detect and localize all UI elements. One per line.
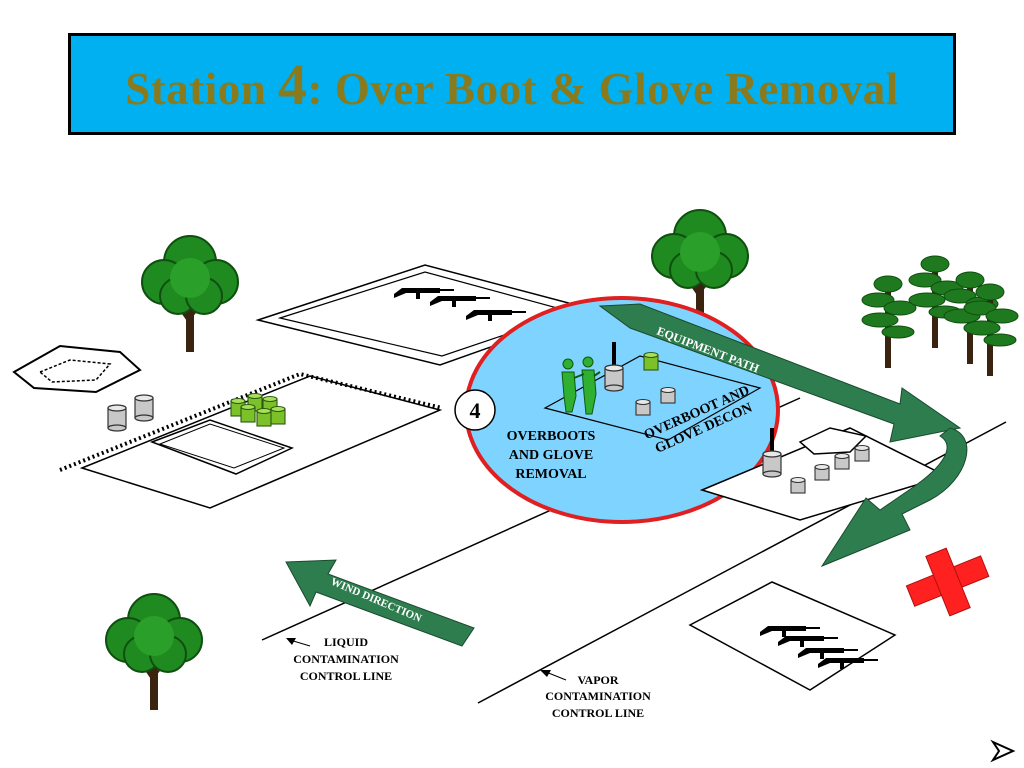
station-number: 4 [470,398,481,423]
vapor-line-label-3: CONTROL LINE [552,706,644,720]
title-suffix: : Over Boot & Glove Removal [307,63,899,114]
red-cross-icon [905,547,990,617]
liquid-line-label-1: LIQUID [324,635,368,649]
deciduous-tree-icon [104,592,204,712]
green-can-icon [270,405,286,425]
weapons-rack-area [688,581,897,691]
pine-tree-icon [861,275,917,369]
green-can-icon [643,351,659,371]
trash-can-icon [660,386,676,404]
green-can-icon [240,403,256,423]
trash-can-icon [762,450,782,478]
wind-direction-arrow: WIND DIRECTION [285,559,475,647]
station-label-line-1: OVERBOOTS [507,429,596,444]
trash-can-icon [854,444,870,462]
next-slide-arrow-icon[interactable] [990,738,1016,764]
station-label-line-2: AND GLOVE [509,448,593,463]
sump-pit-icon [12,344,142,394]
previous-station-area [59,371,443,509]
trash-can-icon [834,452,850,470]
station-label-line-3: REMOVAL [515,467,586,482]
trash-can-icon [134,394,154,422]
trash-can-icon [604,364,624,392]
liquid-line-label-3: CONTROL LINE [300,669,392,683]
trash-can-icon [107,404,127,432]
liquid-line-label-2: CONTAMINATION [293,652,399,666]
title-banner: Station 4: Over Boot & Glove Removal [68,33,956,135]
next-station-area [699,427,949,521]
vapor-line-label-1: VAPOR [577,673,618,687]
green-can-icon [256,407,272,427]
station-number-badge [454,389,496,431]
soldiers-icon [561,356,601,415]
trash-can-icon [814,463,830,481]
title-prefix: Station [125,63,278,114]
vapor-line-label-2: CONTAMINATION [545,689,651,703]
trash-can-icon [790,476,806,494]
trash-can-icon [635,398,651,416]
slide-title: Station 4: Over Boot & Glove Removal [125,51,899,118]
deciduous-tree-icon [140,234,240,354]
title-station-number: 4 [277,51,308,117]
